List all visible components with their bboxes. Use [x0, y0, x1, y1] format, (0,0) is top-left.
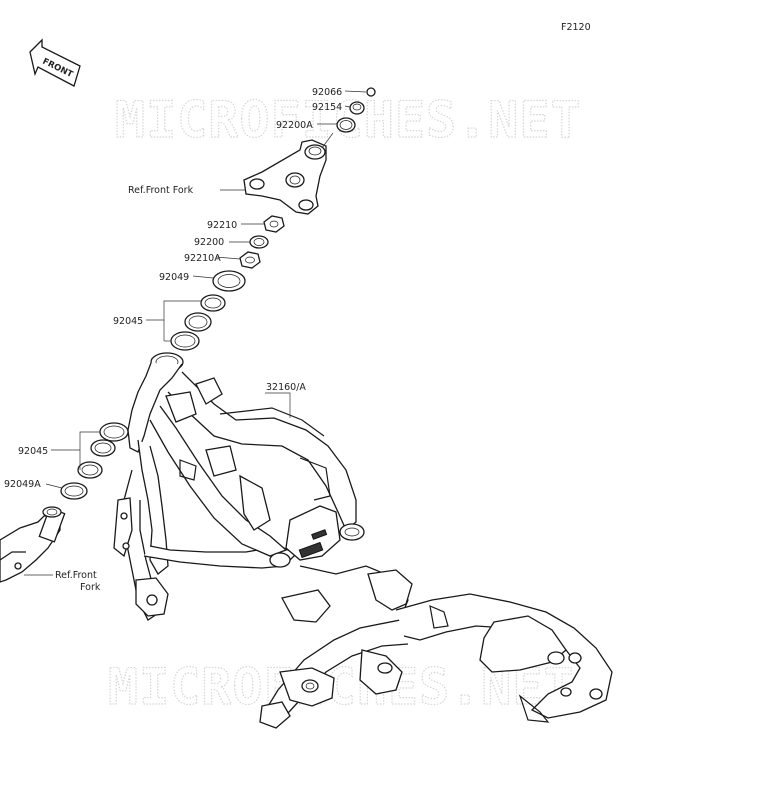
- frame-32160A: [113, 352, 613, 729]
- bearing-92045-bottom: [77, 422, 129, 479]
- washer-92154: [349, 101, 365, 115]
- ref-front-fork-bottom-line2: Fork: [80, 582, 101, 593]
- part-label-92045-bottom: 92045: [18, 446, 48, 457]
- part-label-92210: 92210: [207, 220, 237, 231]
- part-label-92210A: 92210A: [184, 253, 221, 264]
- dust-seal-92049: [212, 270, 246, 292]
- part-label-92200: 92200: [194, 237, 224, 248]
- front-direction-arrow-icon: FRONT: [29, 38, 81, 87]
- leader-lines: [24, 90, 367, 576]
- part-label-92154: 92154: [312, 102, 342, 113]
- bearing-92045-top: [170, 294, 226, 351]
- dust-seal-92049A: [60, 482, 88, 500]
- oring-92200A: [336, 117, 356, 133]
- washer-92200: [249, 235, 269, 249]
- lower-steering-stem: [0, 506, 66, 583]
- cap-92066: [366, 87, 376, 97]
- upper-steering-bracket: [243, 139, 327, 215]
- part-label-92049: 92049: [159, 272, 189, 283]
- part-label-92045-top: 92045: [113, 316, 143, 327]
- ref-front-fork-top: Ref.Front Fork: [128, 185, 194, 196]
- figure-code: F2120: [561, 22, 591, 33]
- part-label-32160A: 32160/A: [266, 382, 306, 393]
- ref-front-fork-bottom-line1: Ref.Front: [55, 570, 97, 581]
- part-label-92066: 92066: [312, 87, 342, 98]
- nut-92210A: [239, 251, 261, 269]
- part-label-92049A: 92049A: [4, 479, 41, 490]
- nut-92210: [263, 215, 285, 233]
- part-label-92200A: 92200A: [276, 120, 313, 131]
